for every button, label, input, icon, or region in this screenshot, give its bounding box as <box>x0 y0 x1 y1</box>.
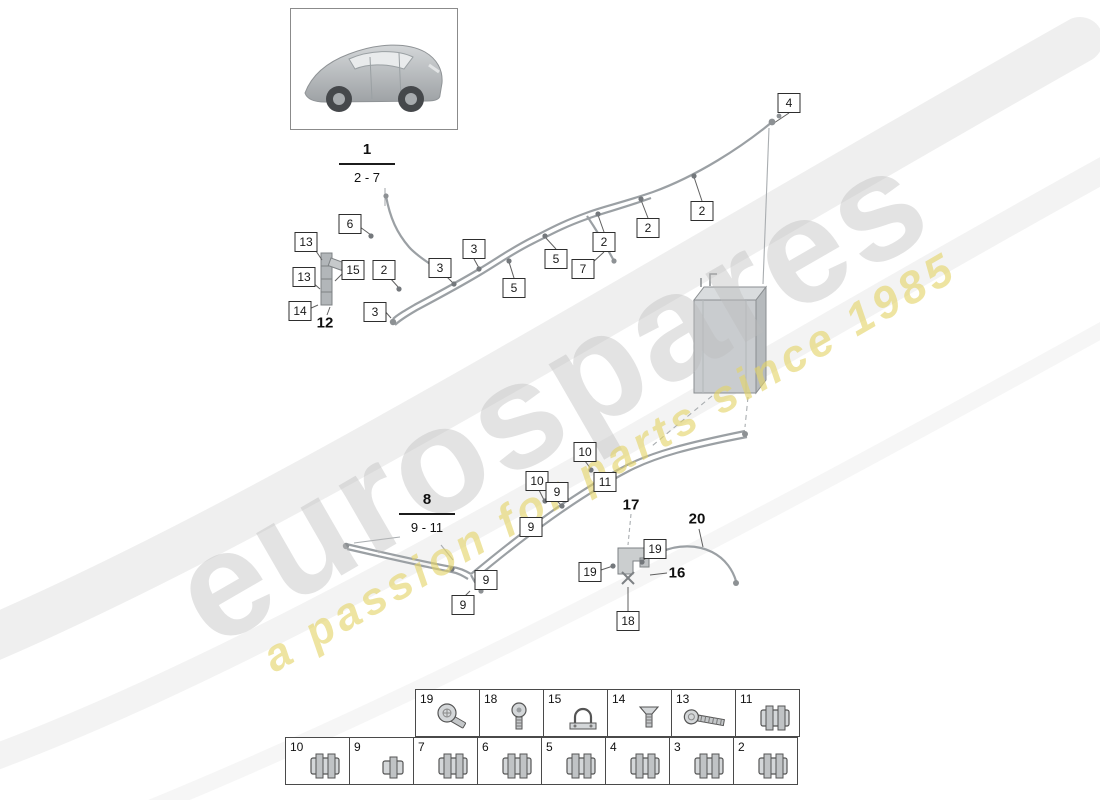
screw-pan-icon <box>434 701 474 733</box>
callout-part-10[interactable]: 10 <box>525 471 549 491</box>
legend-item-6[interactable]: 6 <box>477 737 542 785</box>
legend-item-number: 3 <box>674 740 681 754</box>
group-number: 8 <box>422 491 432 508</box>
group-divider <box>399 513 455 515</box>
clip-icon <box>754 751 792 781</box>
callout-part-18[interactable]: 18 <box>616 611 640 631</box>
part-label-12[interactable]: 12 <box>316 314 334 332</box>
legend-item-number: 15 <box>548 692 562 706</box>
legend-item-7[interactable]: 7 <box>413 737 478 785</box>
callout-part-5[interactable]: 5 <box>502 278 526 298</box>
screw-torx-icon <box>504 701 538 733</box>
callout-part-13[interactable]: 13 <box>292 267 316 287</box>
group-number: 1 <box>362 141 372 158</box>
callout-part-9[interactable]: 9 <box>451 595 475 615</box>
legend-item-number: 4 <box>610 740 617 754</box>
clamp-icon <box>566 703 602 733</box>
legend-item-18[interactable]: 18 <box>479 689 544 737</box>
legend-item-2[interactable]: 2 <box>733 737 798 785</box>
clip-icon <box>498 751 536 781</box>
callout-part-11[interactable]: 11 <box>593 472 617 492</box>
upper-fuel-line <box>384 121 773 326</box>
legend-item-number: 6 <box>482 740 489 754</box>
callout-part-9[interactable]: 9 <box>474 570 498 590</box>
assembly-group-8[interactable]: 8 9 - 11 <box>385 492 469 535</box>
part-label-20[interactable]: 20 <box>688 510 706 528</box>
legend-item-10[interactable]: 10 <box>285 737 350 785</box>
callout-part-2[interactable]: 2 <box>592 232 616 252</box>
callout-part-10[interactable]: 10 <box>573 442 597 462</box>
legend-item-14[interactable]: 14 <box>607 689 672 737</box>
part-label-16[interactable]: 16 <box>668 564 686 582</box>
callout-part-2[interactable]: 2 <box>690 201 714 221</box>
callout-part-13[interactable]: 13 <box>294 232 318 252</box>
callout-part-19[interactable]: 19 <box>643 539 667 559</box>
clip-icon <box>434 751 472 781</box>
part-label-17[interactable]: 17 <box>622 496 640 514</box>
callout-part-19[interactable]: 19 <box>578 562 602 582</box>
legend-item-number: 9 <box>354 740 361 754</box>
vent-line-part-20 <box>660 545 738 582</box>
legend-item-number: 2 <box>738 740 745 754</box>
callout-part-2[interactable]: 2 <box>372 260 396 280</box>
clip-icon <box>306 751 344 781</box>
callout-part-14[interactable]: 14 <box>288 301 312 321</box>
legend-item-9[interactable]: 9 <box>349 737 414 785</box>
legend-item-number: 7 <box>418 740 425 754</box>
legend-item-number: 5 <box>546 740 553 754</box>
legend-item-11[interactable]: 11 <box>735 689 800 737</box>
clip-icon <box>626 751 664 781</box>
legend-item-19[interactable]: 19 <box>415 689 480 737</box>
group-range: 2 - 7 <box>353 169 380 185</box>
car-illustration <box>304 44 443 112</box>
clip-icon <box>562 751 600 781</box>
callout-part-3[interactable]: 3 <box>363 302 387 322</box>
callout-part-4[interactable]: 4 <box>777 93 801 113</box>
clip-icon <box>690 751 728 781</box>
callout-part-7[interactable]: 7 <box>571 259 595 279</box>
legend-item-15[interactable]: 15 <box>543 689 608 737</box>
callout-part-3[interactable]: 3 <box>428 258 452 278</box>
legend-row-2: 10 9 7 6 5 4 3 2 <box>285 737 798 785</box>
clip-markers <box>368 173 697 590</box>
clip-icon <box>756 703 794 733</box>
callout-part-6[interactable]: 6 <box>338 214 362 234</box>
bracket-part-12 <box>320 252 345 306</box>
callout-part-2[interactable]: 2 <box>636 218 660 238</box>
construction-lines <box>353 127 770 561</box>
callout-part-9[interactable]: 9 <box>545 482 569 502</box>
group-divider <box>339 163 395 165</box>
legend-item-number: 18 <box>484 692 498 706</box>
legend-item-3[interactable]: 3 <box>669 737 734 785</box>
assembly-group-1[interactable]: 1 2 - 7 <box>325 142 409 185</box>
legend-item-number: 14 <box>612 692 626 706</box>
callout-part-9[interactable]: 9 <box>519 517 543 537</box>
legend-row-1: 19 18 15 14 13 11 <box>415 689 800 737</box>
legend-item-number: 19 <box>420 692 434 706</box>
callout-part-5[interactable]: 5 <box>544 249 568 269</box>
screw-long-icon <box>682 705 730 733</box>
legend-item-13[interactable]: 13 <box>671 689 736 737</box>
callout-part-3[interactable]: 3 <box>462 239 486 259</box>
screw-flat-icon <box>634 701 666 733</box>
legend-item-number: 10 <box>290 740 304 754</box>
clip-small-icon <box>378 755 408 781</box>
group-range: 9 - 11 <box>410 519 444 535</box>
canister <box>692 273 768 395</box>
legend-item-number: 11 <box>740 692 753 706</box>
vehicle-thumbnail <box>290 8 458 130</box>
legend-item-number: 13 <box>676 692 690 706</box>
legend-item-5[interactable]: 5 <box>541 737 606 785</box>
legend-item-4[interactable]: 4 <box>605 737 670 785</box>
callout-part-15[interactable]: 15 <box>341 260 365 280</box>
